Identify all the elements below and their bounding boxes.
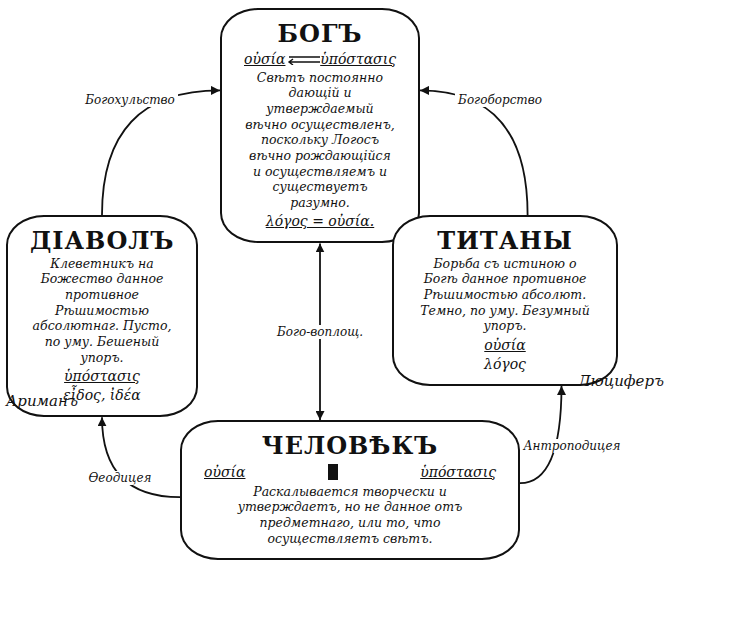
devil-node: ДІАВОЛЪКлеветникъ на Божество данное про…: [6, 215, 198, 417]
greek-term: λόγος = οὐσία.: [244, 213, 396, 229]
node-body: Клеветникъ на Божество данное противное …: [30, 256, 174, 365]
node-title: ДІАВОЛЪ: [30, 227, 174, 256]
greek-term: λόγος: [416, 356, 594, 372]
node-body: Свѣтъ постоянно дающій и утверждаемый вѣ…: [244, 70, 396, 211]
term-row: οὐσία ὑπόστασις: [204, 463, 496, 481]
greek-term: οὐσία: [416, 337, 594, 353]
connector-arrow: [420, 90, 528, 215]
edge-label: Ѳеодицея: [86, 471, 155, 485]
term-row: οὐσία ὑπόστασις: [244, 51, 396, 67]
edge-label: Антроподицея: [521, 439, 624, 453]
greek-term: ὑπόστασις: [320, 51, 396, 67]
edge-label: Богохульство: [82, 93, 178, 107]
man-node: ЧЕЛОВѢКЪ οὐσία ὑπόστασιςРаскалывается твор…: [180, 420, 520, 560]
node-body: Борьба съ истиною о Богѣ данное противно…: [416, 256, 594, 334]
connector-arrow: [520, 386, 562, 483]
ahriman-label: Ариманъ: [6, 392, 78, 410]
node-body: Раскалывается творчески и утверждаетъ, н…: [204, 484, 496, 547]
greek-term: ὑπόστασις: [420, 464, 496, 480]
connector-arrow: [102, 90, 220, 215]
double-arrow-symbol: [285, 53, 320, 65]
node-title: ЧЕЛОВѢКЪ: [204, 432, 496, 461]
greek-term: ὑπόστασις: [30, 368, 174, 384]
titans-node: ТИТАНЫБорьба съ истиною о Богѣ данное пр…: [392, 215, 618, 386]
edge-label: Бого-воплощ.: [274, 325, 366, 339]
greek-term: οὐσία: [204, 464, 245, 480]
square-symbol: [326, 463, 340, 481]
edge-label: Богоборство: [455, 93, 545, 107]
node-title: ТИТАНЫ: [416, 227, 594, 256]
god-node: БОГЪ οὐσία ὑπόστασιςСвѣтъ постоянно дающій…: [220, 8, 420, 243]
lucifer-label: Люциферъ: [578, 372, 664, 390]
greek-term: οὐσία: [244, 51, 285, 67]
node-title: БОГЪ: [244, 20, 396, 49]
